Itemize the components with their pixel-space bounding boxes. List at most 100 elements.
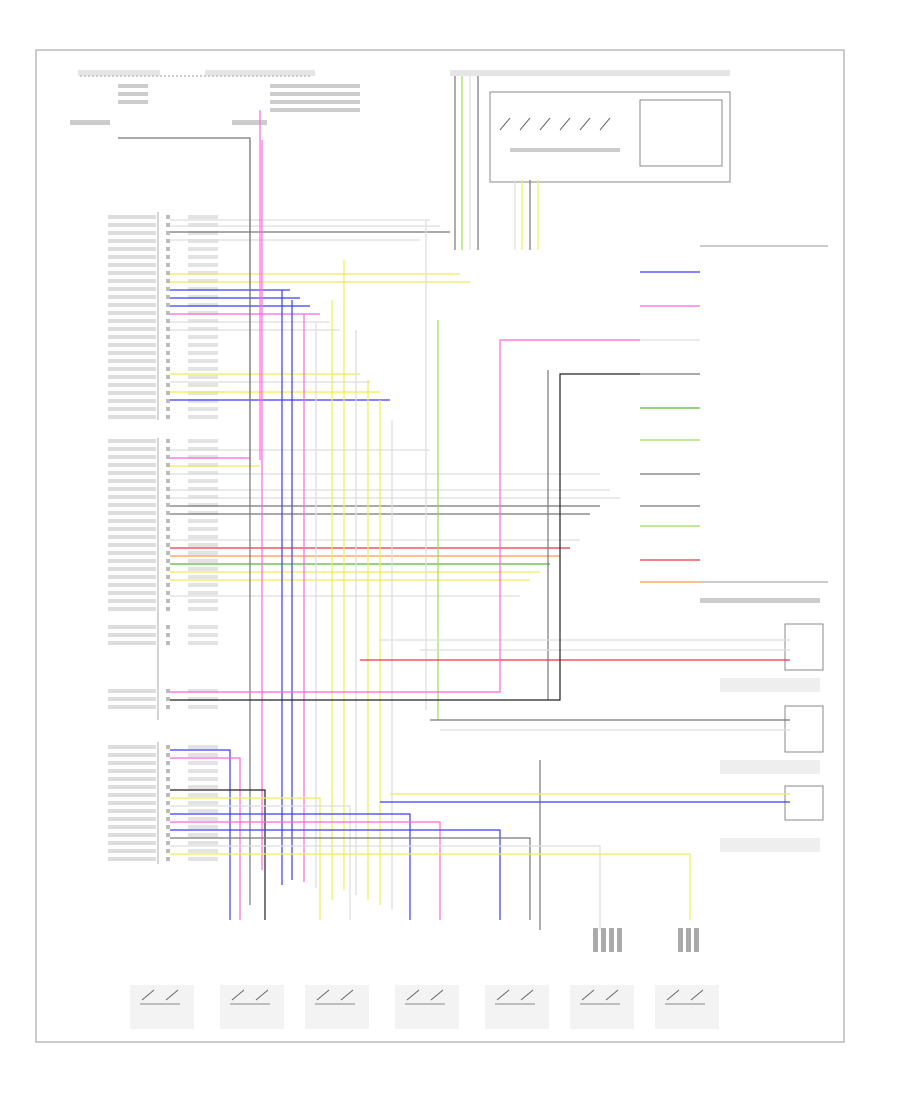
pin-wire-color-label [188,761,218,765]
bundle-pin [686,928,691,952]
pin-wire-color-label [188,591,218,595]
pin-number [166,391,170,395]
pin-number [166,327,170,331]
pin-wire-color-label [188,391,218,395]
pin-wire-color-label [188,551,218,555]
pin-wire-color-label [188,279,218,283]
pin-number [166,271,170,275]
pin-number [166,793,170,797]
pin-number [166,439,170,443]
pin-wire-color-label [188,495,218,499]
pin-number [166,463,170,467]
pin-label-left [108,263,156,267]
pin-wire-color-label [188,311,218,315]
pin-number [166,535,170,539]
pin-number [166,753,170,757]
pin-label-left [108,447,156,451]
pin-number [166,625,170,629]
pin-label-left [108,849,156,853]
pin-number [166,567,170,571]
pin-wire-color-label [188,239,218,243]
pin-number [166,633,170,637]
pin-number [166,295,170,299]
pin-number [166,279,170,283]
pin-number [166,415,170,419]
pin-label-left [108,399,156,403]
pin-label-left [108,841,156,845]
pin-label-left [108,599,156,603]
pin-wire-color-label [188,841,218,845]
pin-label-left [108,383,156,387]
pin-number [166,287,170,291]
pin-label-left [108,487,156,491]
module-connector-stack [108,212,218,864]
switch-symbol [581,989,619,1001]
pin-wire-color-label [188,255,218,259]
pin-label-left [108,271,156,275]
pin-number [166,247,170,251]
switch-symbol [406,989,444,1001]
pin-label-left [108,247,156,251]
pin-number [166,263,170,267]
pin-number [166,801,170,805]
switch-symbol [141,989,179,1001]
pin-label-left [108,607,156,611]
right-switch-blocks [700,245,828,852]
pin-number [166,407,170,411]
pin-label-left [108,761,156,765]
pin-label-left [108,479,156,483]
pin-label-left [108,625,156,629]
pin-wire-color-label [188,455,218,459]
bundle-pin [593,928,598,952]
pin-wire-color-label [188,271,218,275]
switch-symbol [666,989,704,1001]
pin-number [166,311,170,315]
pin-label-left [108,535,156,539]
pin-label-left [108,705,156,709]
wire-bottom [170,829,501,920]
pin-label-left [108,231,156,235]
pin-wire-color-label [188,849,218,853]
pin-number [166,559,170,563]
pin-number [166,769,170,773]
pin-wire-color-label [188,327,218,331]
pin-number [166,607,170,611]
pin-number [166,641,170,645]
pin-label-left [108,745,156,749]
pin-label-left [108,239,156,243]
pin-number [166,447,170,451]
pin-label-left [108,785,156,789]
wire-bottom [170,837,531,920]
pin-wire-color-label [188,535,218,539]
wire-bottom [170,845,601,930]
bundle-pin [678,928,683,952]
pin-wire-color-label [188,439,218,443]
pin-number [166,399,170,403]
pin-number [166,495,170,499]
pin-wire-color-label [188,527,218,531]
pin-number [166,335,170,339]
pin-label-left [108,471,156,475]
pin-wire-color-label [188,583,218,587]
pin-label-left [108,255,156,259]
pin-label-left [108,591,156,595]
pin-label-left [108,335,156,339]
pin-label-left [108,809,156,813]
bundle-pin [617,928,622,952]
pin-wire-color-label [188,633,218,637]
bundle-pin [609,928,614,952]
component-label [570,985,634,1029]
pin-wire-color-label [188,383,218,387]
pin-label-left [108,825,156,829]
pin-label-left [108,367,156,371]
pin-number [166,543,170,547]
pin-number [166,359,170,363]
pin-label-left [108,223,156,227]
pin-wire-color-label [188,295,218,299]
pin-label-left [108,455,156,459]
pin-number [166,215,170,219]
pin-wire-color-label [188,825,218,829]
pin-wire-color-label [188,697,218,701]
pin-number [166,825,170,829]
